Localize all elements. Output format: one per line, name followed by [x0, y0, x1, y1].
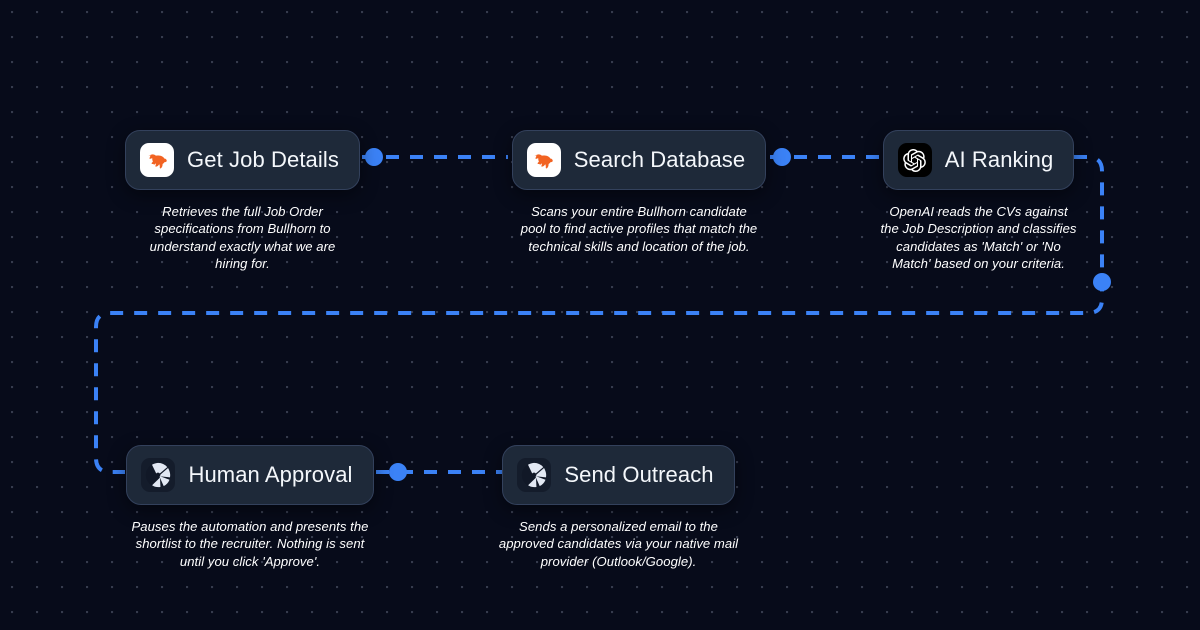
node-caption: OpenAI reads the CVs against the Job Des… — [880, 204, 1077, 271]
node-card[interactable]: Send Outreach — [502, 445, 735, 505]
node-get-job-details[interactable]: Get Job Details Retrieves the full Job O… — [124, 130, 361, 272]
node-card[interactable]: AI Ranking — [882, 130, 1075, 190]
bullhorn-logo-icon — [526, 143, 561, 177]
node-title: Human Approval — [188, 462, 353, 487]
node-human-approval[interactable]: Human Approval Pauses the automation and… — [126, 445, 374, 570]
node-caption: Retrieves the full Job Order specificati… — [149, 204, 336, 271]
node-card[interactable]: Search Database — [511, 130, 767, 190]
aperture-icon — [517, 458, 552, 492]
bullhorn-logo-icon — [140, 143, 175, 177]
node-title: Get Job Details — [187, 147, 339, 172]
node-ai-ranking[interactable]: AI Ranking OpenAI reads the CVs against … — [880, 130, 1076, 272]
edge-dot-human-approval — [389, 463, 407, 481]
node-search-database[interactable]: Search Database Scans your entire Bullho… — [509, 130, 769, 255]
edge-dot-search-database — [773, 148, 791, 166]
openai-logo-icon — [897, 143, 932, 177]
node-send-outreach[interactable]: Send Outreach Sends a personalized email… — [499, 445, 738, 570]
node-title: Search Database — [573, 147, 746, 172]
node-card[interactable]: Get Job Details — [125, 130, 360, 190]
node-caption: Scans your entire Bullhorn candidate poo… — [520, 204, 758, 254]
node-title: AI Ranking — [944, 147, 1054, 172]
node-title: Send Outreach — [564, 462, 714, 487]
edge-dot-ai-ranking — [1093, 273, 1111, 291]
edge-dot-get-job-details — [365, 148, 383, 166]
node-caption: Sends a personalized email to the approv… — [498, 519, 739, 569]
node-card[interactable]: Human Approval — [126, 445, 374, 505]
aperture-icon — [141, 458, 176, 492]
node-caption: Pauses the automation and presents the s… — [131, 519, 369, 569]
